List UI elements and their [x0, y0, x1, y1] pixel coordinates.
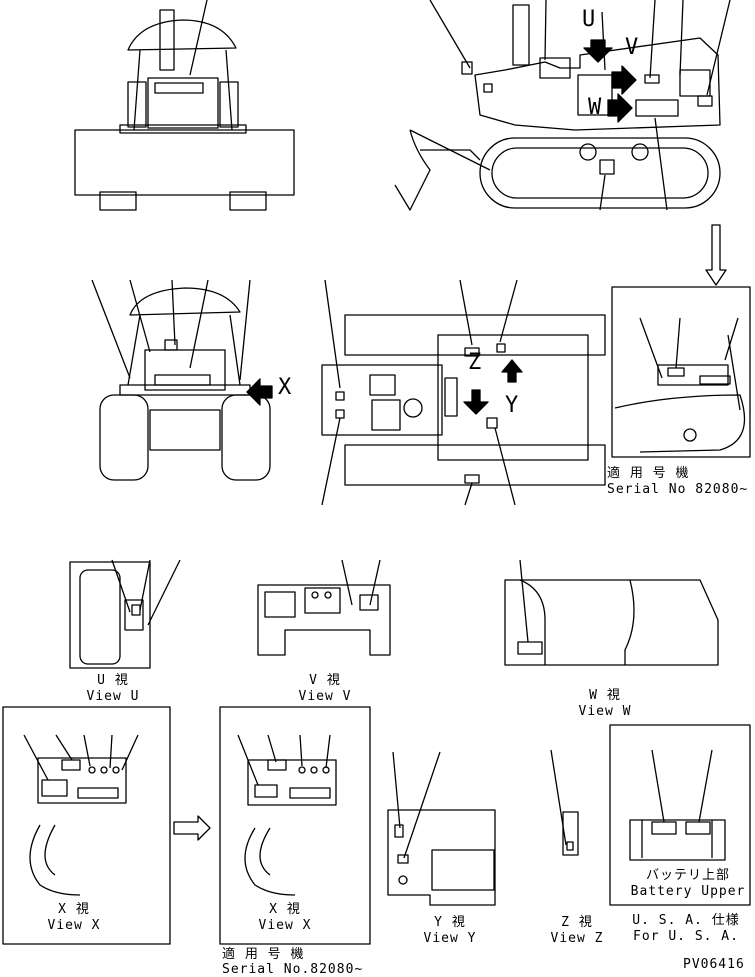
view-u-caption-en: View U: [86, 689, 140, 704]
view-v-caption-en: View V: [298, 689, 352, 704]
serial-note-lower-jp: 適 用 号 機: [222, 947, 305, 962]
view-w-drawing: [504, 559, 719, 666]
serial-note-upper-jp: 適 用 号 機: [607, 466, 690, 481]
top-view: [321, 279, 606, 506]
view-y-drawing: [387, 751, 496, 906]
front-view-canopy: [91, 279, 273, 481]
side-view-upper: [394, 0, 731, 286]
battery-label-jp: バッテリ上部: [645, 868, 731, 883]
battery-view-drawing: [609, 724, 751, 906]
view-w-caption-jp: W 視: [589, 688, 621, 703]
view-letter-w: W: [588, 95, 602, 120]
view-y-caption-en: View Y: [423, 931, 477, 946]
view-x-right-caption-en: View X: [258, 918, 312, 933]
view-letter-z: Z: [468, 350, 482, 375]
view-w-caption-en: View W: [578, 704, 632, 719]
view-z-drawing: [550, 749, 579, 856]
serial-note-lower-en: Serial No.82080~: [222, 962, 364, 977]
view-letter-u: U: [582, 7, 596, 32]
view-u-drawing: [69, 559, 181, 669]
drawing-number: PV06416: [683, 957, 745, 972]
view-u-caption-jp: U 視: [97, 673, 129, 688]
usa-caption-jp: U. S. A. 仕様: [632, 913, 740, 928]
view-y-caption-jp: Y 視: [434, 915, 466, 930]
usa-caption-en: For U. S. A.: [633, 929, 739, 944]
view-letter-y: Y: [505, 393, 519, 418]
front-view-upper: [74, 0, 295, 211]
view-x-left-caption-en: View X: [47, 918, 101, 933]
view-x-left-drawing: [2, 706, 211, 945]
view-x-left-caption-jp: X 視: [58, 902, 90, 917]
battery-label-en: Battery Upper: [630, 884, 746, 899]
view-letter-x: X: [278, 375, 292, 400]
view-v-drawing: [257, 559, 391, 656]
view-v-caption-jp: V 視: [309, 673, 341, 688]
detail-box-upper: [611, 286, 751, 458]
view-z-caption-jp: Z 視: [561, 915, 593, 930]
view-z-caption-en: View Z: [550, 931, 604, 946]
view-x-right-drawing: [219, 706, 371, 945]
serial-note-upper-en: Serial No 82080~: [607, 482, 749, 497]
view-letter-v: V: [625, 35, 639, 60]
view-x-right-caption-jp: X 視: [269, 902, 301, 917]
